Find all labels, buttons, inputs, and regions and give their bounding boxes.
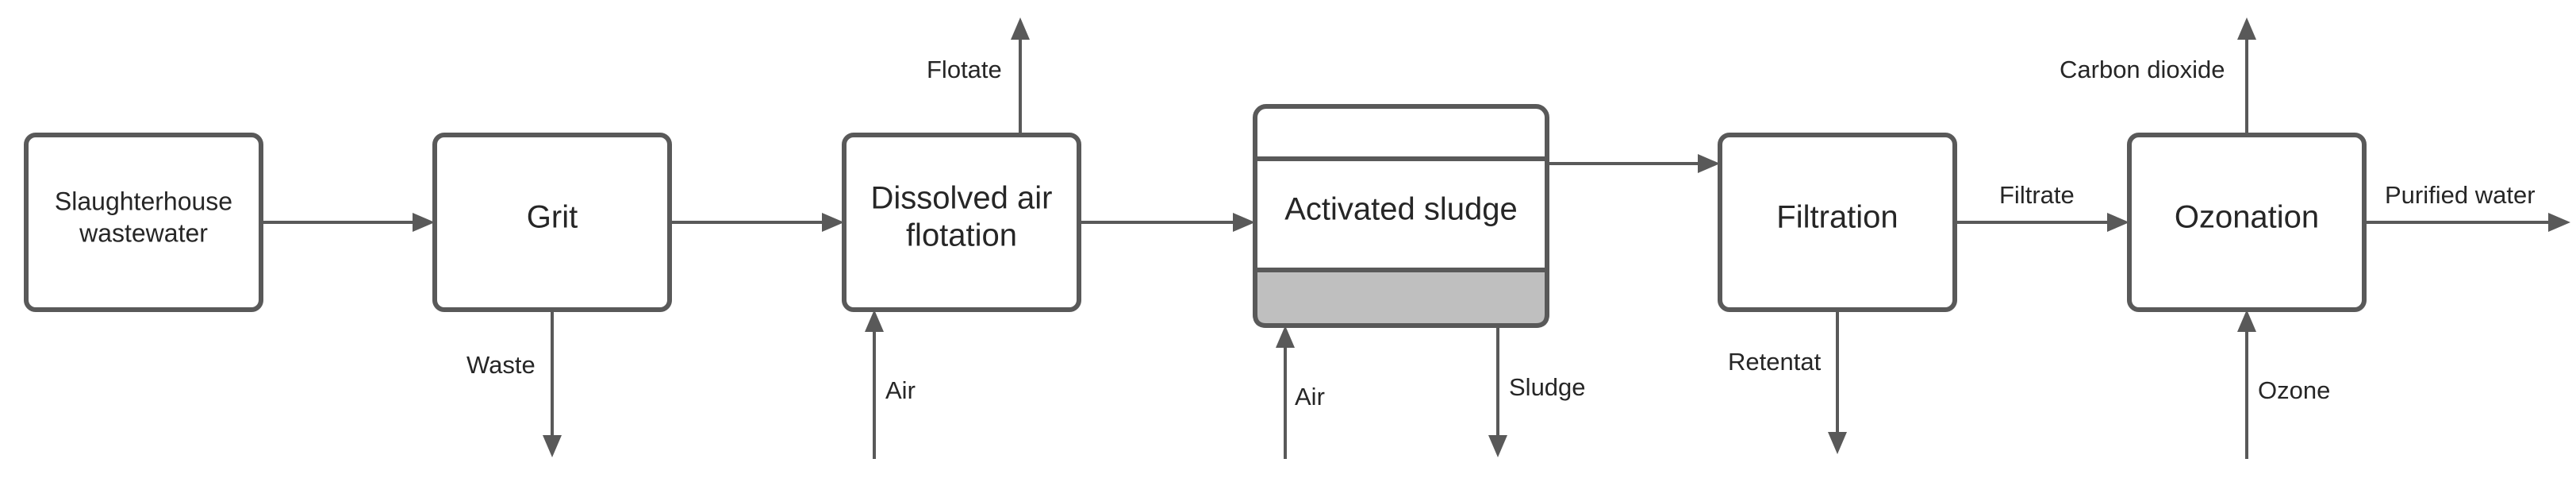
node-label: Filtration [1776,200,1898,235]
node-label-line-1: Slaughterhouse [55,187,232,215]
arrow-retentat-out [1828,310,1847,454]
node-filtration: Filtration [1718,133,1957,312]
label-waste: Waste [466,351,536,379]
node-dissolved-air-flotation: Dissolved air flotation [842,133,1081,312]
node-label: Activated sludge [1284,192,1518,227]
label-ozone: Ozone [2258,376,2330,404]
arrow-flotation-to-sludge [1079,213,1255,232]
arrow-wastewater-to-grit [261,213,435,232]
node-label-line-1: Dissolved air [871,181,1053,216]
arrow-sludge-out [1488,326,1507,457]
node-slaughterhouse-wastewater: Slaughterhouse wastewater [24,133,263,312]
arrow-purified-water-out [2364,213,2570,232]
node-grit: Grit [432,133,672,312]
arrow-waste-out [543,310,562,457]
arrow-flotate-out [1011,17,1030,135]
node-ozonation: Ozonation [2127,133,2367,312]
arrow-sludge-to-filtration [1547,154,1720,173]
node-activated-sludge-tank: Activated sludge [1253,104,1549,328]
label-retentat: Retentat [1728,348,1822,376]
arrow-air-into-flotation [865,310,884,459]
node-label-line-2: flotation [906,218,1017,253]
node-label: Grit [527,200,578,235]
label-flotate: Flotate [927,56,1002,83]
label-filtrate: Filtrate [1999,181,2075,209]
label-purified-water: Purified water [2385,181,2536,209]
label-air-sludge: Air [1295,383,1325,411]
arrow-ozone-into-ozonation [2237,310,2256,459]
arrow-carbon-dioxide-out [2237,17,2256,135]
label-air-flotation: Air [885,376,916,404]
label-carbon-dioxide: Carbon dioxide [2060,56,2225,83]
arrow-air-into-sludge [1276,326,1295,459]
arrow-grit-to-flotation [670,213,844,232]
arrow-filtration-to-ozonation [1955,213,2129,232]
node-label-line-2: wastewater [79,218,208,247]
node-label: Ozonation [2175,200,2319,235]
label-sludge: Sludge [1509,373,1586,401]
settled-sludge-zone [1253,268,1549,328]
